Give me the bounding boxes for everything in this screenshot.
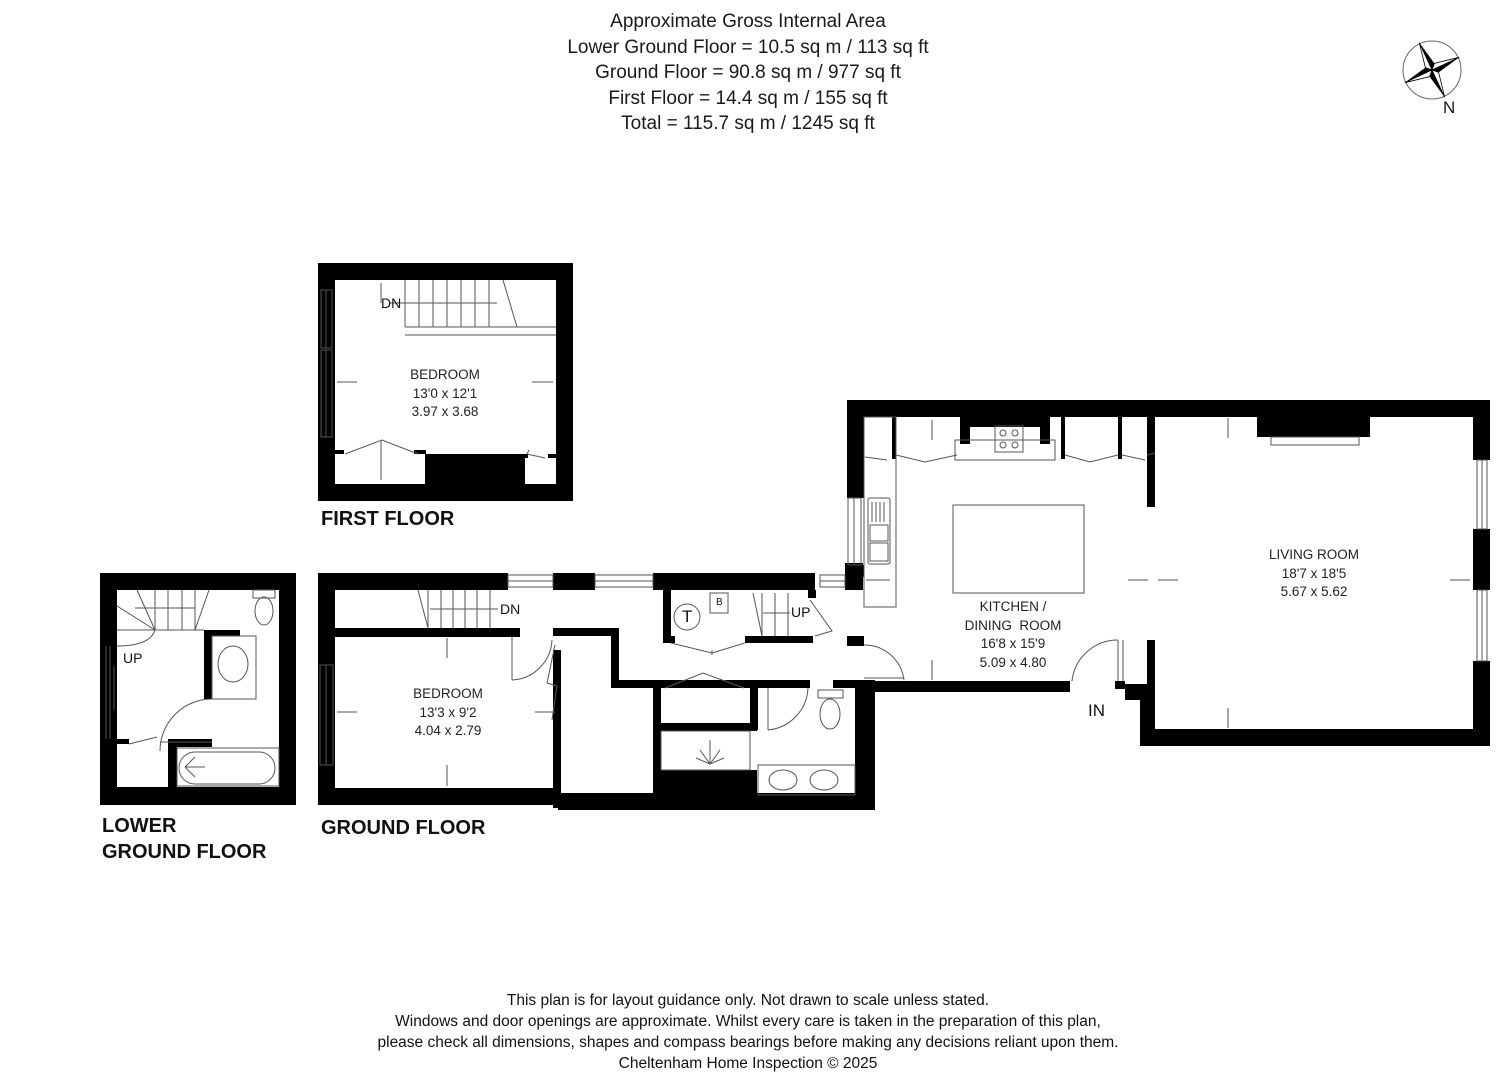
room-name: KITCHEN / [979,599,1047,614]
entrance-label: IN [1088,701,1105,720]
room-dimensions-imperial: 18'7 x 18'5 [1281,565,1347,581]
boiler-label: B [716,597,723,608]
lower-ground-floor-title-line2: GROUND FLOOR [102,841,267,863]
ground-stairs-up-label: UP [791,604,811,620]
lower-ground-stairs-up-label: UP [123,650,143,666]
room-dimensions-metric: 4.04 x 2.79 [414,723,482,738]
room-label-kitchen-dining: KITCHEN / DINING ROOM 16'8 x 15'9 5.09 x… [965,598,1062,672]
room-dimensions-metric: 5.67 x 5.62 [1280,584,1348,599]
disclaimer-line: This plan is for layout guidance only. N… [506,992,990,1009]
area-summary: Approximate Gross Internal Area Lower Gr… [0,9,1496,137]
room-name: BEDROOM [410,367,480,382]
room-dimensions-imperial: 13'0 x 12'1 [412,385,478,401]
room-dimensions-metric: 3.97 x 3.68 [411,404,479,419]
area-total: Total = 115.7 sq m / 1245 sq ft [621,113,875,134]
first-floor-title: FIRST FLOOR [321,508,455,530]
area-first: First Floor = 14.4 sq m / 155 sq ft [608,87,888,109]
area-ground: Ground Floor = 90.8 sq m / 977 sq ft [595,62,901,83]
room-label-living-room: LIVING ROOM 18'7 x 18'5 5.67 x 5.62 [1269,546,1359,602]
room-name: BEDROOM [413,686,483,701]
copyright: Cheltenham Home Inspection © 2025 [618,1055,878,1072]
lower-ground-floor-title-line1: LOWER [102,815,177,837]
walls [100,263,1490,810]
first-floor-stairs-dn-label: DN [381,295,402,311]
room-name: LIVING ROOM [1268,547,1360,562]
room-dimensions-imperial: 16'8 x 15'9 [980,636,1046,651]
fixtures [105,279,1488,796]
area-lower-ground: Lower Ground Floor = 10.5 sq m / 113 sq … [567,36,929,58]
compass-rose-icon [1402,40,1462,100]
room-dimensions-imperial: 13'3 x 9'2 [419,704,477,720]
tank-label: T [682,607,693,626]
ground-floor-title: GROUND FLOOR [321,817,486,839]
ground-stairs-dn-label: DN [500,601,521,617]
room-name-line2: DINING ROOM [964,617,1062,633]
disclaimer: This plan is for layout guidance only. N… [0,990,1496,1074]
disclaimer-line: Windows and door openings are approximat… [395,1013,1101,1030]
room-dimensions-metric: 5.09 x 4.80 [979,654,1047,670]
room-label-ground-bedroom: BEDROOM 13'3 x 9'2 4.04 x 2.79 [413,685,483,741]
compass-north-label: N [1443,98,1456,117]
room-label-first-bedroom: BEDROOM 13'0 x 12'1 3.97 x 3.68 [410,366,480,422]
area-title: Approximate Gross Internal Area [610,11,886,32]
disclaimer-line: please check all dimensions, shapes and … [377,1034,1119,1051]
